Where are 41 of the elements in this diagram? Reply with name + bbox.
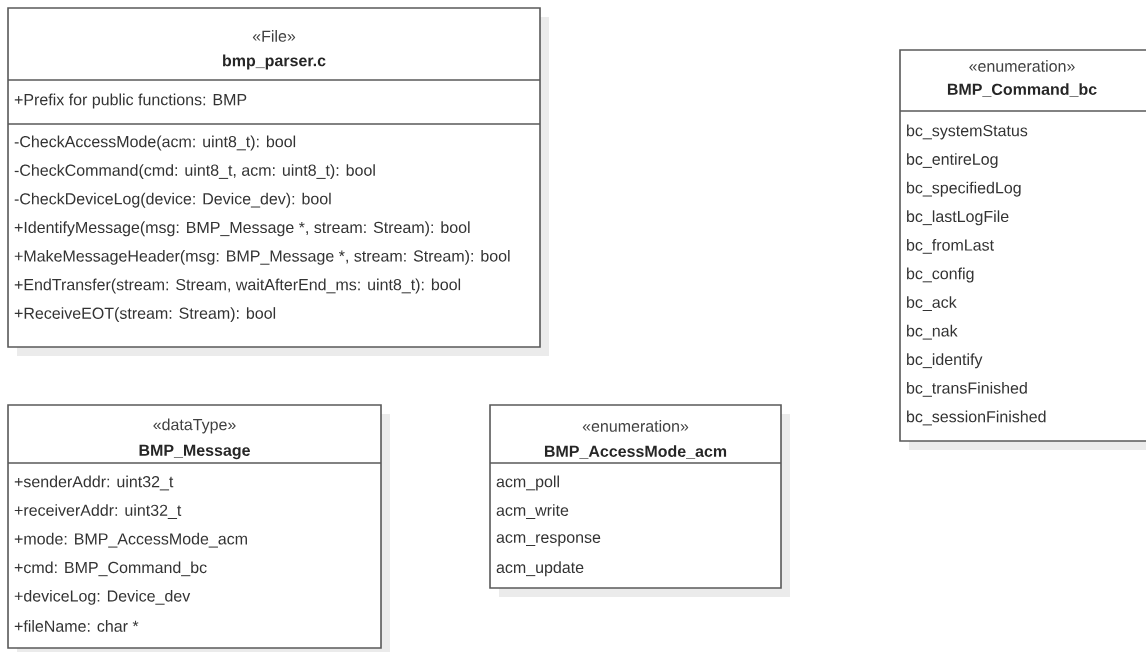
member-text: acm_poll (496, 475, 559, 491)
member-text: bc_lastLogFile (907, 210, 1009, 226)
member-text: +senderAddr: uint32_t (14, 475, 174, 491)
class-box (899, 49, 1146, 450)
member-text: +MakeMessageHeader(msg: BMP_Message *, stream: Stream): bool (14, 249, 510, 265)
class-box (489, 404, 790, 597)
member-text: +deviceLog: Device_dev (14, 589, 191, 605)
member-text: +receiverAddr: uint32_t (14, 504, 182, 519)
member-text: bc_systemStatus (907, 124, 1028, 140)
member-text: +fileName: char * (14, 620, 139, 632)
member-text: acm_response (496, 534, 601, 547)
member-text: bc_fromLast (907, 239, 994, 254)
class-name: bmp_parser.c (223, 54, 326, 70)
class-name: BMP_Command_bc (947, 83, 1097, 97)
member-text: +mode: BMP_AccessMode_acm (14, 532, 247, 548)
member-text: bc_ack (907, 296, 957, 311)
class-name: BMP_Message (139, 444, 250, 460)
member-text: bc_identify (907, 353, 983, 369)
member-text: bc_sessionFinished (907, 410, 1046, 426)
member-text: +Prefix for public functions: BMP (14, 93, 247, 109)
member-text: acm_write (496, 504, 569, 519)
member-text: acm_update (496, 561, 584, 577)
member-text: +ReceiveEOT(stream: Stream): bool (14, 307, 276, 323)
stereotype-label: «enumeration» (582, 420, 689, 432)
member-text: -CheckCommand(cmd: uint8_t, acm: uint8_t): bool (14, 164, 375, 180)
stereotype-label: «dataType» (153, 418, 236, 434)
member-text: -CheckDeviceLog(device: Device_dev): bool (14, 192, 331, 208)
member-text: +EndTransfer(stream: Stream, waitAfterEnd_ms: uint8_t): bool (14, 278, 461, 294)
stereotype-label: «enumeration» (969, 60, 1075, 72)
member-text: bc_specifiedLog (907, 181, 1021, 197)
member-text: bc_entireLog (907, 153, 998, 169)
member-text: -CheckAccessMode(acm: uint8_t): bool (14, 135, 296, 151)
member-text: +cmd: BMP_Command_bc (14, 561, 207, 577)
member-text: bc_transFinished (907, 382, 1027, 397)
class-box (7, 7, 549, 356)
member-text: bc_nak (907, 324, 958, 340)
class-name: BMP_AccessMode_acm (545, 445, 727, 459)
member-text: +IdentifyMessage(msg: BMP_Message *, stream: Stream): bool (14, 221, 470, 237)
stereotype-label: «File» (252, 30, 296, 42)
class-box (7, 404, 390, 652)
member-text: bc_config (907, 267, 974, 283)
